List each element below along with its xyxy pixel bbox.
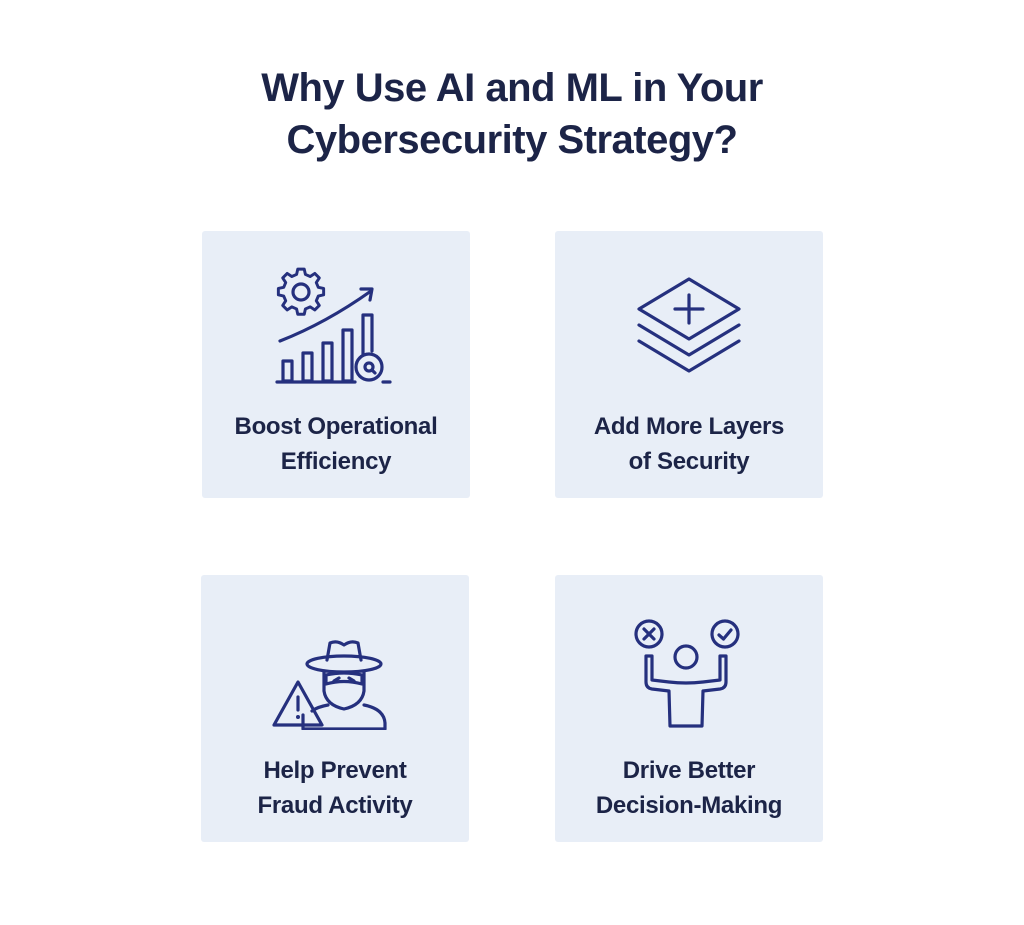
card-label: Help Prevent Fraud Activity — [201, 753, 469, 823]
card-label-line-2: Fraud Activity — [257, 792, 413, 819]
card-label-line-1: Help Prevent — [263, 757, 407, 784]
card-label-line-2: Decision-Making — [595, 792, 783, 819]
card-label-line-1: Boost Operational — [234, 413, 438, 440]
gear-growth-chart-icon — [266, 261, 406, 386]
card-label: Boost Operational Efficiency — [202, 409, 470, 479]
page-title-line-1: Why Use AI and ML in Your — [261, 66, 763, 110]
card-label: Add More Layers of Security — [555, 409, 823, 479]
card-boost-operational-efficiency: Boost Operational Efficiency — [202, 231, 470, 498]
masked-fraudster-warning-icon — [265, 605, 405, 730]
page-title: Why Use AI and ML in Your Cybersecurity … — [0, 62, 1024, 166]
page-title-line-2: Cybersecurity Strategy? — [286, 118, 738, 162]
card-add-more-layers: Add More Layers of Security — [555, 231, 823, 498]
card-label-line-1: Drive Better — [622, 757, 756, 784]
card-label-line-2: Efficiency — [280, 448, 392, 475]
stacked-layers-plus-icon — [619, 261, 759, 386]
card-label-line-1: Add More Layers — [593, 413, 785, 440]
card-help-prevent-fraud: Help Prevent Fraud Activity — [201, 575, 469, 842]
person-choice-check-cross-icon — [619, 605, 759, 730]
card-label-line-2: of Security — [628, 448, 750, 475]
card-drive-better-decisions: Drive Better Decision-Making — [555, 575, 823, 842]
card-label: Drive Better Decision-Making — [555, 753, 823, 823]
